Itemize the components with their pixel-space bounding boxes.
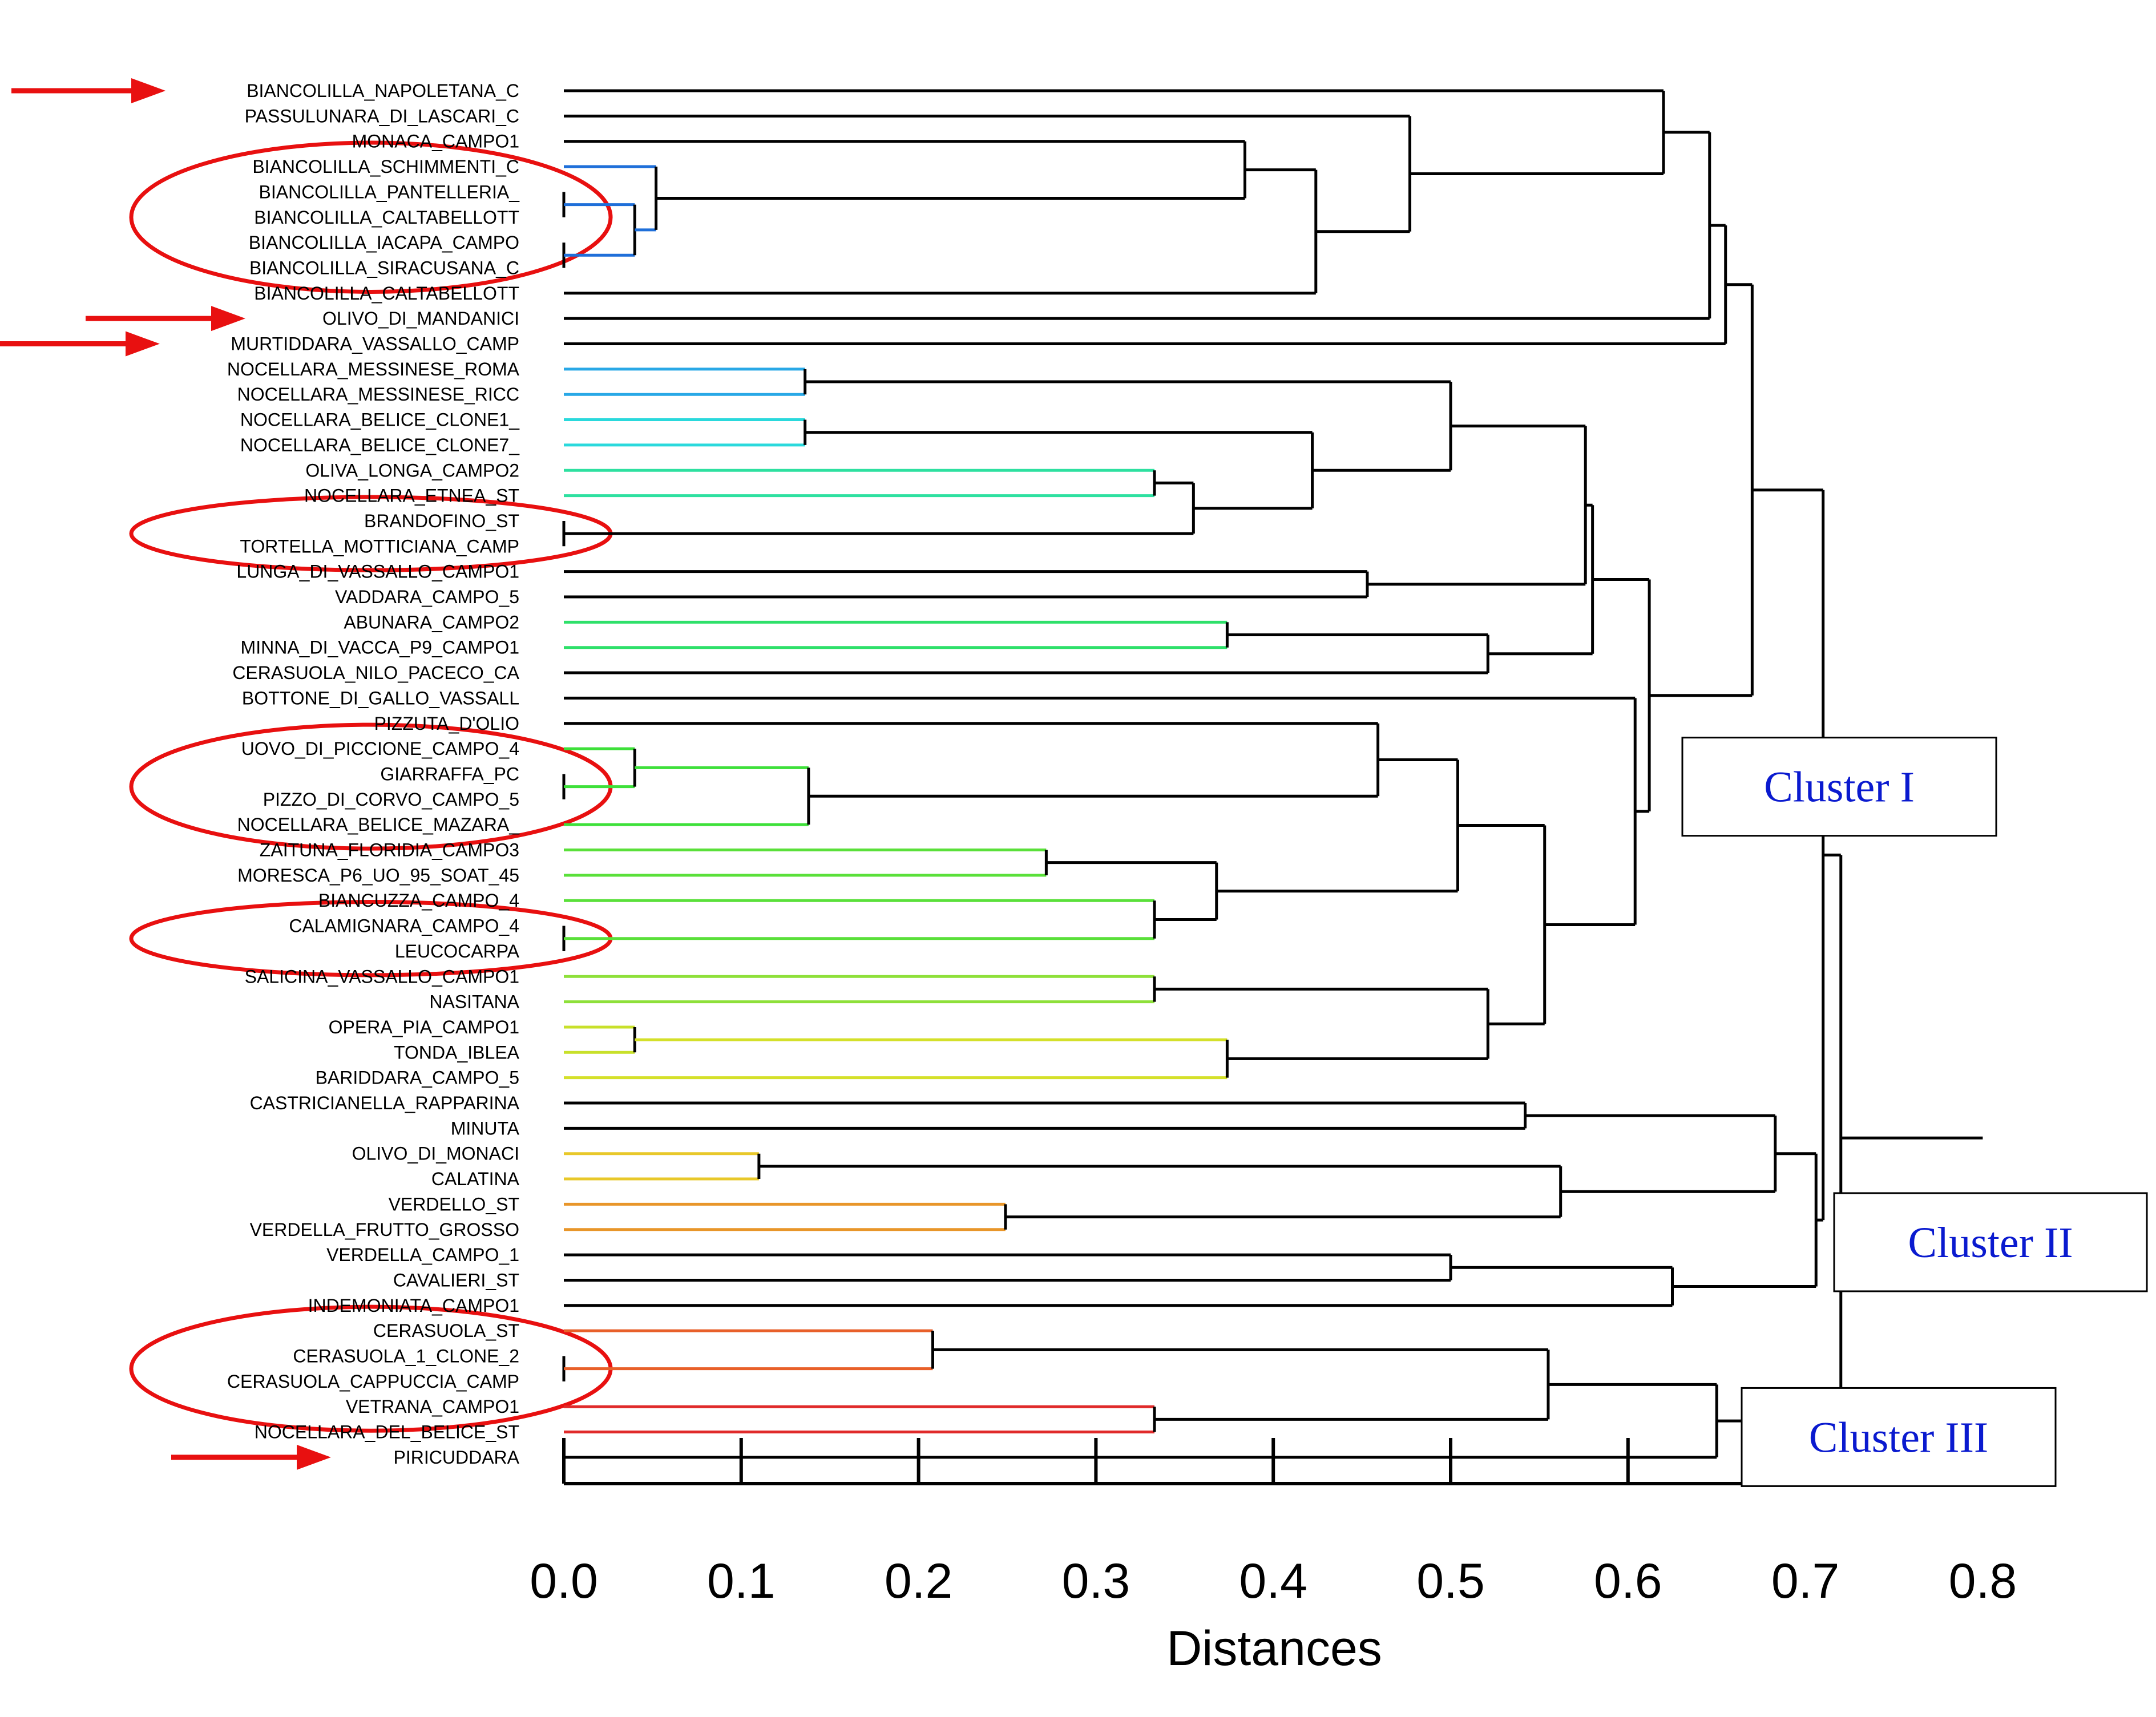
leaf-label: UOVO_DI_PICCIONE_CAMPO_4 xyxy=(241,738,519,759)
leaf-label: MORESCA_P6_UO_95_SOAT_45 xyxy=(237,865,519,886)
leaf-label: BARIDDARA_CAMPO_5 xyxy=(316,1068,519,1088)
cluster-box xyxy=(1681,737,1997,837)
leaf-label: INDEMONIATA_CAMPO1 xyxy=(308,1295,519,1316)
leaf-label: MONACA_CAMPO1 xyxy=(352,131,519,152)
x-tick-label: 0.2 xyxy=(885,1554,953,1609)
x-tick-label: 0.7 xyxy=(1771,1554,1840,1609)
leaf-label: BIANCOLILLA_SCHIMMENTI_C xyxy=(252,156,519,177)
x-tick-label: 0.4 xyxy=(1239,1554,1307,1609)
leaf-label: VERDELLA_CAMPO_1 xyxy=(326,1245,519,1265)
x-tick-label: 0.8 xyxy=(1949,1554,2017,1609)
leaf-label: BIANCOLILLA_PANTELLERIA_ xyxy=(259,181,520,202)
leaf-label: BIANCOLILLA_CALTABELLOTT xyxy=(254,283,519,304)
leaf-label: TORTELLA_MOTTICIANA_CAMP xyxy=(240,536,519,556)
leaf-label: MURTIDDARA_VASSALLO_CAMP xyxy=(231,334,519,354)
leaf-label: PIZZUTA_D'OLIO xyxy=(374,713,519,734)
leaf-label: BRANDOFINO_ST xyxy=(364,511,519,531)
pointer-arrow-head xyxy=(297,1444,331,1470)
leaf-label: MINNA_DI_VACCA_P9_CAMPO1 xyxy=(241,637,519,658)
leaf-label: LEUCOCARPA xyxy=(395,941,520,961)
leaf-label: PIRICUDDARA xyxy=(394,1447,520,1468)
leaf-label: BIANCOLILLA_CALTABELLOTT xyxy=(254,207,519,228)
leaf-label: CALATINA xyxy=(431,1169,520,1189)
leaf-label: CERASUOLA_ST xyxy=(373,1320,519,1341)
cluster-label: Cluster III xyxy=(1809,1413,1988,1461)
cluster-label: Cluster I xyxy=(1764,763,1915,811)
leaf-label: BIANCOLILLA_SIRACUSANA_C xyxy=(249,257,519,278)
leaf-label: LUNGA_DI_VASSALLO_CAMPO1 xyxy=(236,561,519,582)
leaf-label: VERDELLO_ST xyxy=(389,1194,519,1214)
highlight-ellipse xyxy=(129,140,613,294)
leaf-label: NOCELLARA_BELICE_MAZARA_ xyxy=(237,814,520,835)
leaf-label: NOCELLARA_MESSINESE_RICC xyxy=(237,384,519,405)
leaf-label: BIANCOLILLA_NAPOLETANA_C xyxy=(247,80,519,101)
x-tick-label: 0.6 xyxy=(1594,1554,1662,1609)
leaf-label: CAVALIERI_ST xyxy=(393,1270,519,1290)
x-tick-label: 0.1 xyxy=(707,1554,776,1609)
leaf-label: CERASUOLA_1_CLONE_2 xyxy=(293,1346,519,1367)
x-axis-title: Distances xyxy=(1166,1621,1382,1676)
leaf-label: CERASUOLA_NILO_PACECO_CA xyxy=(232,662,519,683)
leaf-label: VADDARA_CAMPO_5 xyxy=(335,587,519,607)
leaf-label: VERDELLA_FRUTTO_GROSSO xyxy=(250,1219,519,1240)
cluster-label-box: Cluster III xyxy=(1741,1387,2057,1487)
leaf-label: BIANCUZZA_CAMPO_4 xyxy=(318,890,519,911)
leaf-label: ZAITUNA_FLORIDIA_CAMPO3 xyxy=(260,840,519,860)
leaf-labels: BIANCOLILLA_NAPOLETANA_C PASSULUNARA_DI_L… xyxy=(227,80,520,1468)
leaf-label: SALICINA_VASSALLO_CAMPO1 xyxy=(245,966,519,987)
leaf-label: BIANCOLILLA_IACAPA_CAMPO xyxy=(249,232,519,253)
leaf-label: CASTRICIANELLA_RAPPARINA xyxy=(250,1093,520,1113)
highlight-ellipse xyxy=(129,495,613,572)
x-tick-label: 0.0 xyxy=(530,1554,598,1609)
leaf-label: NASITANA xyxy=(429,992,519,1012)
leaf-label: OPERA_PIA_CAMPO1 xyxy=(329,1017,519,1037)
x-axis: 0.0 0.1 0.2 0.3 0.4 0.5 0.6 0.7 0.8 xyxy=(530,1438,2017,1609)
pointer-arrow-head xyxy=(211,306,245,332)
leaf-label: CERASUOLA_CAPPUCCIA_CAMP xyxy=(227,1371,519,1392)
leaf-label: NOCELLARA_DEL_BELICE_ST xyxy=(255,1422,519,1443)
leaf-label: OLIVO_DI_MONACI xyxy=(352,1144,519,1164)
cluster-box xyxy=(1741,1387,2057,1487)
leaf-label: CALAMIGNARA_CAMPO_4 xyxy=(289,916,519,936)
leaf-label: OLIVO_DI_MANDANICI xyxy=(322,308,519,329)
leaf-label: NOCELLARA_BELICE_CLONE1_ xyxy=(240,410,520,430)
highlight-ellipse xyxy=(129,900,613,977)
cluster-box xyxy=(1833,1192,2148,1292)
leaf-label: ABUNARA_CAMPO2 xyxy=(344,612,519,632)
x-tick-label: 0.5 xyxy=(1416,1554,1485,1609)
leaf-label: PIZZO_DI_CORVO_CAMPO_5 xyxy=(263,789,519,810)
leaf-label: VETRANA_CAMPO1 xyxy=(346,1396,519,1417)
leaf-label: NOCELLARA_BELICE_CLONE7_ xyxy=(240,435,520,455)
cluster-boxes: Cluster I Cluster II Cluster III xyxy=(1681,737,2148,1487)
cluster-label-box: Cluster I xyxy=(1681,737,1997,837)
cluster-label: Cluster II xyxy=(1908,1219,2073,1267)
leaf-label: NOCELLARA_MESSINESE_ROMA xyxy=(227,359,520,379)
leaf-label: MINUTA xyxy=(451,1118,520,1138)
leaf-label: BOTTONE_DI_GALLO_VASSALL xyxy=(242,688,519,708)
x-tick-label: 0.3 xyxy=(1062,1554,1131,1609)
cluster-label-box: Cluster II xyxy=(1833,1192,2148,1292)
leaf-label: TONDA_IBLEA xyxy=(394,1042,520,1062)
leaf-label: PASSULUNARA_DI_LASCARI_C xyxy=(245,106,519,126)
pointer-arrow-head xyxy=(131,78,165,103)
leaf-label: GIARRAFFA_PC xyxy=(380,763,519,784)
pointer-arrow-head xyxy=(126,331,160,357)
leaf-label: NOCELLARA_ETNEA_ST xyxy=(304,486,519,506)
leaf-label: OLIVA_LONGA_CAMPO2 xyxy=(305,460,519,480)
dendrogram-links xyxy=(562,89,1983,1459)
